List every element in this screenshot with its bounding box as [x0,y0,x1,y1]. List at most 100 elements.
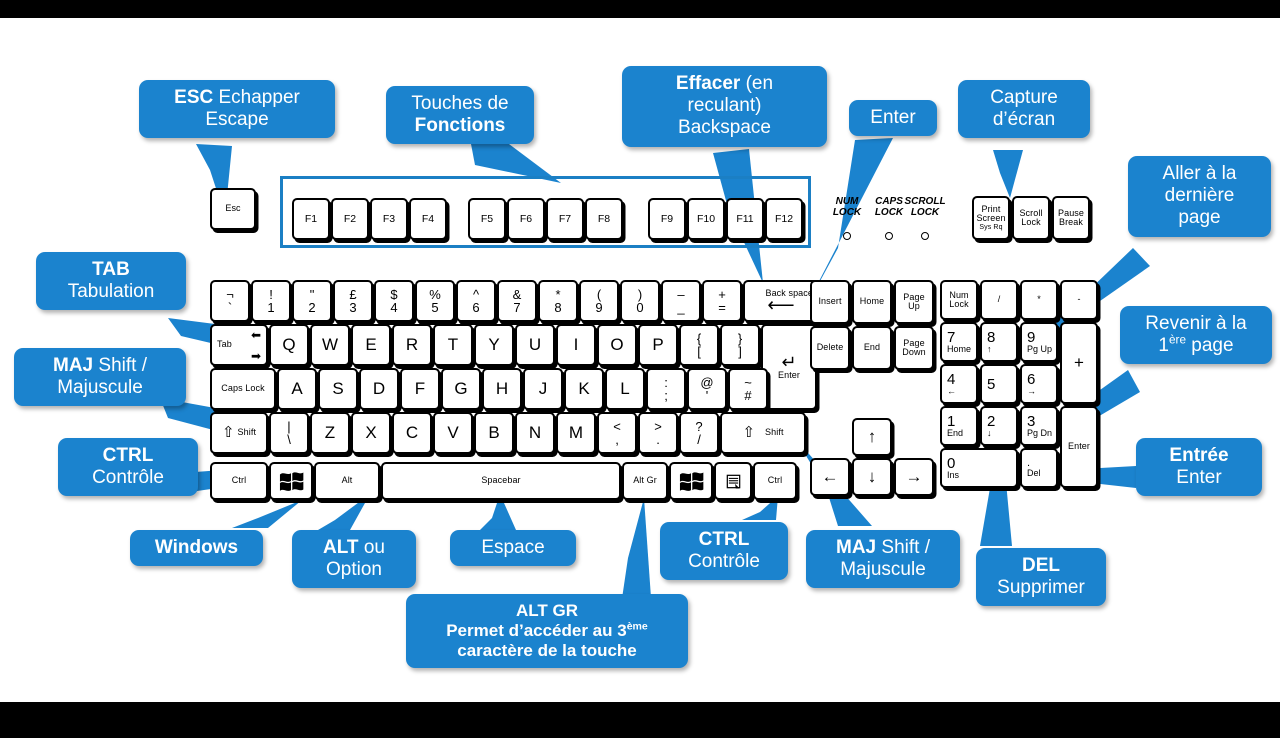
key-num-12[interactable]: += [702,280,742,322]
key-windows-left[interactable] [269,462,313,500]
key-num-11[interactable]: –_ [661,280,701,322]
key-o[interactable]: O [597,324,637,366]
key-bracket-1[interactable]: }] [720,324,760,366]
key-e[interactable]: E [351,324,391,366]
key-c[interactable]: C [392,412,432,454]
key-sym-zxcv-2[interactable]: ?/ [679,412,719,454]
key-num-4[interactable]: $4 [374,280,414,322]
key-num-6[interactable]: ^6 [456,280,496,322]
key-numpad-8[interactable]: 8↑ [980,322,1018,362]
key-sym-asdf-0[interactable]: :; [646,368,686,410]
key-num-7[interactable]: &7 [497,280,537,322]
key-numpad-6[interactable]: 6→ [1020,364,1058,404]
key-numpad-multiply[interactable]: * [1020,280,1058,320]
key-f4[interactable]: F4 [409,198,447,240]
key-numpad-4[interactable]: 4← [940,364,978,404]
key-alt[interactable]: Alt [314,462,380,500]
key-p[interactable]: P [638,324,678,366]
key-caps-lock[interactable]: Caps Lock [210,368,276,410]
key-backspace[interactable]: Back space ⟵ [743,280,819,322]
key-j[interactable]: J [523,368,563,410]
key-f1[interactable]: F1 [292,198,330,240]
key-f[interactable]: F [400,368,440,410]
key-home[interactable]: Home [852,280,892,324]
key-windows-right[interactable] [669,462,713,500]
key-x[interactable]: X [351,412,391,454]
key-num-1[interactable]: !1 [251,280,291,322]
key-num-2[interactable]: "2 [292,280,332,322]
key-num-10[interactable]: )0 [620,280,660,322]
key-sym-asdf-1[interactable]: @' [687,368,727,410]
key-numpad-subtract[interactable]: - [1060,280,1098,320]
key-f2[interactable]: F2 [331,198,369,240]
key-sym-zxcv-0[interactable]: <, [597,412,637,454]
key-num-8[interactable]: *8 [538,280,578,322]
key-f5[interactable]: F5 [468,198,506,240]
key-esc[interactable]: Esc [210,188,256,230]
key-r[interactable]: R [392,324,432,366]
key-z[interactable]: Z [310,412,350,454]
key-num-9[interactable]: (9 [579,280,619,322]
key-num-5[interactable]: %5 [415,280,455,322]
key-b[interactable]: B [474,412,514,454]
key-numpad-add[interactable]: + [1060,322,1098,404]
key-enter[interactable]: ↵ Enter [761,324,817,410]
key-sym-zxcv-1[interactable]: >. [638,412,678,454]
key-arrow-up[interactable]: ↑ [852,418,892,456]
key-a[interactable]: A [277,368,317,410]
key-v[interactable]: V [433,412,473,454]
key-numpad-5[interactable]: 5 [980,364,1018,404]
key-numpad-enter[interactable]: Enter [1060,406,1098,488]
key-q[interactable]: Q [269,324,309,366]
key-f6[interactable]: F6 [507,198,545,240]
key-num-0[interactable]: ¬` [210,280,250,322]
key-shift-left[interactable]: ⇧Shift [210,412,268,454]
key-m[interactable]: M [556,412,596,454]
key-t[interactable]: T [433,324,473,366]
key-u[interactable]: U [515,324,555,366]
key-numpad-decimal[interactable]: .Del [1020,448,1058,488]
key-arrow-down[interactable]: ↓ [852,458,892,496]
key-i[interactable]: I [556,324,596,366]
key-f9[interactable]: F9 [648,198,686,240]
key-l[interactable]: L [605,368,645,410]
key-alt-gr[interactable]: Alt Gr [622,462,668,500]
key-f11[interactable]: F11 [726,198,764,240]
key-n[interactable]: N [515,412,555,454]
key-ctrl-right[interactable]: Ctrl [753,462,797,500]
key-ctrl-left[interactable]: Ctrl [210,462,268,500]
key-arrow-left[interactable]: ← [810,458,850,496]
key-h[interactable]: H [482,368,522,410]
key-spacebar[interactable]: Spacebar [381,462,621,500]
key-s[interactable]: S [318,368,358,410]
key-f10[interactable]: F10 [687,198,725,240]
key-k[interactable]: K [564,368,604,410]
key-bracket-0[interactable]: {[ [679,324,719,366]
key-shift-right[interactable]: ⇧Shift [720,412,806,454]
key-g[interactable]: G [441,368,481,410]
key-f7[interactable]: F7 [546,198,584,240]
key-y[interactable]: Y [474,324,514,366]
key-sym-asdf-2[interactable]: ~# [728,368,768,410]
key-f3[interactable]: F3 [370,198,408,240]
key-numpad-divide[interactable]: / [980,280,1018,320]
key-menu[interactable] [714,462,752,500]
key-arrow-right[interactable]: → [894,458,934,496]
key-d[interactable]: D [359,368,399,410]
key-delete[interactable]: Delete [810,326,850,370]
key-numpad-2[interactable]: 2↓ [980,406,1018,446]
key-num-3[interactable]: £3 [333,280,373,322]
key-f12[interactable]: F12 [765,198,803,240]
key-end[interactable]: End [852,326,892,370]
